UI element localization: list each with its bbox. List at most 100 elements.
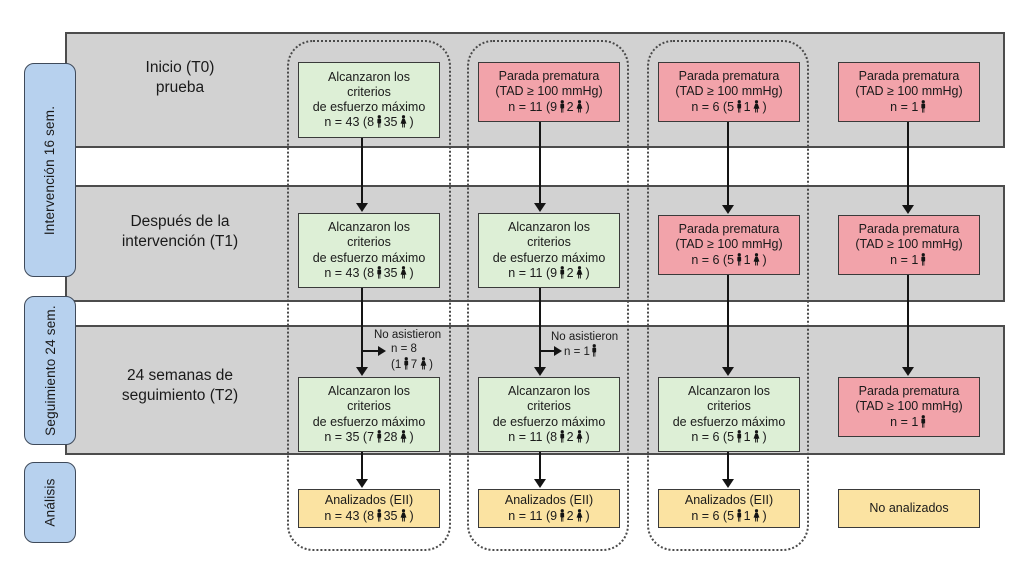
box-t0-col3-parada: Parada prematura(TAD ≥ 100 mmHg)n = 6 (5… bbox=[658, 62, 800, 122]
dotted-group-outline-col1 bbox=[287, 40, 451, 551]
branch-arrow-head-icon bbox=[378, 346, 386, 356]
box-line: n = 35 (7 28 ) bbox=[324, 430, 413, 445]
box-text: ) bbox=[762, 429, 767, 444]
box-text: Parada prematura bbox=[678, 222, 780, 237]
male-person-icon bbox=[736, 99, 741, 113]
box-text: (TAD ≥ 100 mmHg) bbox=[675, 237, 783, 252]
box-line: Alcanzaron los bbox=[508, 220, 590, 235]
row-label-line: seguimiento (T2) bbox=[121, 387, 239, 405]
box-t1-col4-parada: Parada prematura(TAD ≥ 100 mmHg)n = 1 bbox=[838, 215, 980, 275]
arrow-line bbox=[361, 138, 363, 204]
box-text: No analizados bbox=[869, 500, 949, 515]
arrow-line bbox=[361, 452, 363, 480]
arrow-line bbox=[361, 288, 363, 368]
box-analysis-col3: Analizados (EII)n = 6 (5 1 ) bbox=[658, 489, 800, 528]
box-line: Alcanzaron los bbox=[328, 70, 410, 85]
box-text: n = 35 (7 bbox=[324, 429, 375, 444]
male-person-icon bbox=[559, 429, 564, 443]
box-line: n = 8 bbox=[391, 343, 433, 357]
row-label-line: Inicio (T0) bbox=[145, 59, 215, 76]
box-text: (TAD ≥ 100 mmHg) bbox=[855, 399, 963, 414]
box-line: n = 11 (9 2 ) bbox=[508, 509, 589, 524]
box-text: ) bbox=[429, 358, 433, 371]
box-line: n = 6 (5 1 ) bbox=[691, 509, 766, 524]
box-analysis-col1: Analizados (EII)n = 43 (8 35 ) bbox=[298, 489, 440, 528]
female-person-icon bbox=[576, 508, 583, 522]
box-line: criterios bbox=[347, 235, 391, 250]
box-text: (1 bbox=[391, 358, 402, 371]
box-text: ) bbox=[585, 508, 590, 523]
female-person-icon bbox=[753, 429, 760, 443]
box-text: ) bbox=[762, 252, 767, 267]
box-text: 2 bbox=[566, 99, 574, 114]
box-line: de esfuerzo máximo bbox=[313, 251, 426, 266]
box-line: n = 1 bbox=[890, 253, 928, 268]
box-text: 2 bbox=[566, 508, 574, 523]
box-text: criterios bbox=[347, 399, 391, 414]
box-text: Alcanzaron los bbox=[328, 384, 410, 398]
male-person-icon bbox=[376, 115, 381, 128]
male-person-icon bbox=[736, 508, 741, 522]
box-text: criterios bbox=[347, 84, 391, 99]
box-text: Alcanzaron los bbox=[508, 384, 590, 398]
box-text: de esfuerzo máximo bbox=[492, 250, 606, 265]
arrow-line bbox=[907, 122, 909, 206]
box-text: (TAD ≥ 100 mmHg) bbox=[855, 237, 963, 252]
arrow-head-icon bbox=[534, 479, 546, 488]
male-person-icon bbox=[559, 99, 564, 113]
box-line: Parada prematura bbox=[859, 222, 960, 237]
box-text: n = 1 bbox=[890, 99, 919, 114]
box-text: 35 bbox=[383, 115, 398, 130]
row-label-line: prueba bbox=[155, 79, 205, 97]
arrow-head-icon bbox=[356, 367, 368, 376]
row-label-line: intervención (T1) bbox=[121, 233, 239, 251]
arrow-head-icon bbox=[722, 367, 734, 376]
box-text: Analizados (EII) bbox=[504, 493, 594, 508]
box-line: Parada prematura bbox=[859, 384, 960, 399]
male-person-icon bbox=[592, 344, 597, 357]
box-text: de esfuerzo máximo bbox=[312, 414, 426, 429]
box-line: (TAD ≥ 100 mmHg) bbox=[675, 237, 782, 252]
female-person-icon bbox=[576, 429, 583, 443]
box-line: Analizados (EII) bbox=[505, 493, 593, 508]
box-text: Parada prematura bbox=[678, 69, 780, 84]
box-text: criterios bbox=[347, 235, 391, 250]
box-line: criterios bbox=[527, 235, 571, 250]
male-person-icon bbox=[736, 252, 741, 266]
branch-arrow-line bbox=[540, 350, 554, 352]
box-line: n = 1 bbox=[890, 100, 928, 115]
side-label-intervencion: Intervención 16 sem. bbox=[24, 63, 76, 277]
box-line: de esfuerzo máximo bbox=[673, 415, 786, 430]
box-text: (TAD ≥ 100 mmHg) bbox=[675, 84, 783, 99]
box-line: Alcanzaron los bbox=[508, 384, 590, 399]
box-line: No analizados bbox=[869, 501, 948, 516]
box-line: de esfuerzo máximo bbox=[313, 415, 426, 430]
box-text: Parada prematura bbox=[858, 384, 960, 399]
arrow-head-icon bbox=[902, 367, 914, 376]
box-text: ) bbox=[409, 265, 414, 280]
box-text: 1 bbox=[743, 508, 751, 523]
box-line: Parada prematura bbox=[859, 69, 960, 84]
arrow-head-icon bbox=[722, 205, 734, 214]
box-line: n = 6 (5 1 ) bbox=[691, 430, 766, 445]
box-line: n = 43 (8 35 ) bbox=[324, 266, 413, 281]
box-line: criterios bbox=[707, 399, 751, 414]
box-text: n = 43 (8 bbox=[324, 508, 375, 523]
male-person-icon bbox=[404, 356, 408, 370]
male-person-icon bbox=[921, 414, 925, 428]
arrow-head-icon bbox=[534, 367, 546, 376]
side-label-analisis: Análisis bbox=[24, 462, 76, 543]
row-label-line: Después de la bbox=[130, 213, 230, 230]
box-text: n = 1 bbox=[564, 346, 590, 358]
box-text: Alcanzaron los bbox=[508, 220, 590, 234]
box-line: de esfuerzo máximo bbox=[493, 251, 606, 266]
box-line: (TAD ≥ 100 mmHg) bbox=[855, 84, 962, 99]
box-text: 35 bbox=[383, 508, 398, 523]
female-person-icon bbox=[400, 508, 407, 522]
arrow-line bbox=[539, 452, 541, 480]
box-text: n = 6 (5 bbox=[691, 252, 735, 267]
